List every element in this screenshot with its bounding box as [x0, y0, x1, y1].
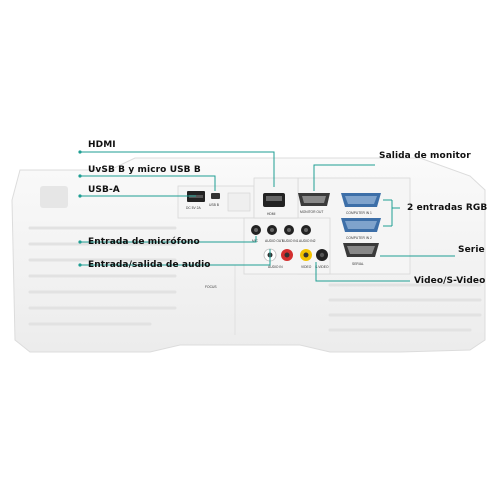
serial-label: SERIAL	[352, 262, 364, 266]
computer-in-1-port: COMPUTER IN 1	[341, 193, 381, 215]
usb-b-label: USB B	[209, 203, 220, 207]
audio-in1-jack: AUDIO IN1	[282, 225, 299, 243]
callout-usb-b: UvSB B y micro USB B	[88, 165, 201, 175]
computer-in-2-port: COMPUTER IN 2	[341, 218, 381, 240]
leader-hdmi	[80, 151, 275, 187]
callout-rgb-in: 2 entradas RGB	[407, 203, 488, 213]
leader-usb-b	[80, 175, 216, 191]
mic-jack: MIC	[251, 225, 261, 243]
audio-in2-jack: AUDIO IN2	[299, 225, 316, 243]
callout-serial: Serie	[458, 245, 485, 255]
audio-in1-label: AUDIO IN1	[282, 239, 299, 243]
rca-video-jack: VIDEO	[300, 249, 312, 269]
focus-label: FOCUS	[205, 285, 217, 289]
hdmi-port: HDMI	[263, 193, 285, 216]
hdmi-label: HDMI	[267, 212, 276, 216]
audio-out-label: AUDIO OUT	[265, 239, 283, 243]
monitor-out-port: MONITOR OUT	[298, 193, 330, 214]
s-video-jack: S-VIDEO	[315, 249, 329, 269]
monitor-out-label: MONITOR OUT	[300, 210, 323, 214]
leader-audio	[80, 249, 271, 266]
callout-mic-in: Entrada de micrófono	[88, 237, 200, 247]
leader-monitor	[313, 164, 375, 191]
rca-audio-right-jack	[281, 249, 293, 261]
left-vent-grill	[28, 226, 177, 326]
callout-audio-io: Entrada/salida de audio	[88, 260, 211, 270]
callout-usb-a: USB-A	[88, 185, 120, 195]
mic-label: MIC	[252, 239, 259, 243]
callout-video: Video/S-Video	[414, 276, 486, 286]
audio-in2-label: AUDIO IN2	[299, 239, 316, 243]
audio-out-jack: AUDIO OUT	[265, 225, 283, 243]
serial-port: SERIAL	[343, 243, 379, 266]
leader-video	[315, 262, 410, 282]
audio-in-label: AUDIO IN	[268, 265, 283, 269]
leader-rgb	[383, 199, 400, 227]
leader-dots	[78, 150, 82, 267]
callout-monitor-out: Salida de monitor	[379, 151, 471, 161]
right-vent-grill	[328, 283, 482, 332]
s-video-label: S-VIDEO	[315, 265, 329, 269]
leader-mic	[80, 236, 257, 243]
blank-cover	[227, 192, 251, 212]
computer-in-1-label: COMPUTER IN 1	[346, 211, 372, 215]
leader-lines	[80, 151, 455, 282]
video-label: VIDEO	[301, 265, 312, 269]
dc-out-label: DC 5V 2A	[186, 206, 201, 210]
callout-hdmi: HDMI	[88, 140, 116, 150]
usb-b-port: USB B	[209, 193, 220, 207]
foot-pad	[40, 186, 68, 208]
computer-in-2-label: COMPUTER IN 2	[346, 236, 372, 240]
